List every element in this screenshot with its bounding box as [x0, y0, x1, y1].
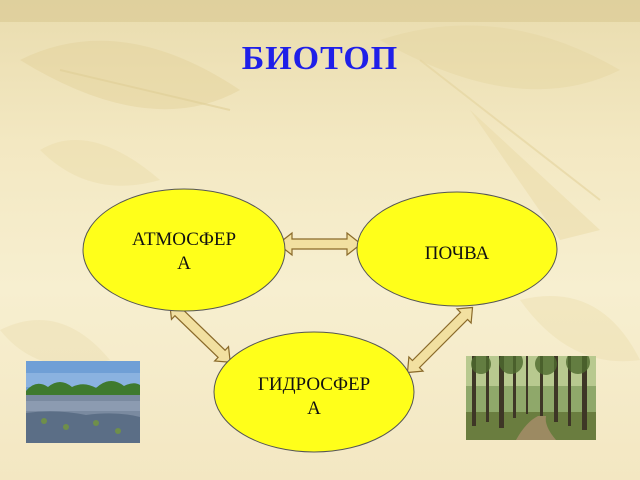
node-soil	[356, 191, 558, 307]
forest-photo	[466, 356, 596, 440]
lake-photo	[26, 361, 140, 443]
soil-label: ПОЧВА	[424, 243, 490, 264]
atmosphere-label-line2: А	[177, 253, 191, 274]
atmosphere-label: АТМОСФЕР А	[104, 228, 264, 276]
node-hydrosphere	[213, 331, 415, 453]
atmosphere-label-line1: АТМОСФЕР	[131, 229, 237, 250]
node-atmosphere	[82, 188, 286, 312]
page-title: БИОТОП	[241, 40, 399, 77]
arrow-atmosphere-soil	[277, 231, 362, 257]
arrow-hydrosphere-soil	[406, 306, 474, 374]
hydrosphere-label-line2: А	[307, 398, 321, 419]
hydrosphere-label-line1: ГИДРОСФЕР	[257, 374, 371, 395]
hydrosphere-label: ГИДРОСФЕР А	[234, 373, 394, 421]
